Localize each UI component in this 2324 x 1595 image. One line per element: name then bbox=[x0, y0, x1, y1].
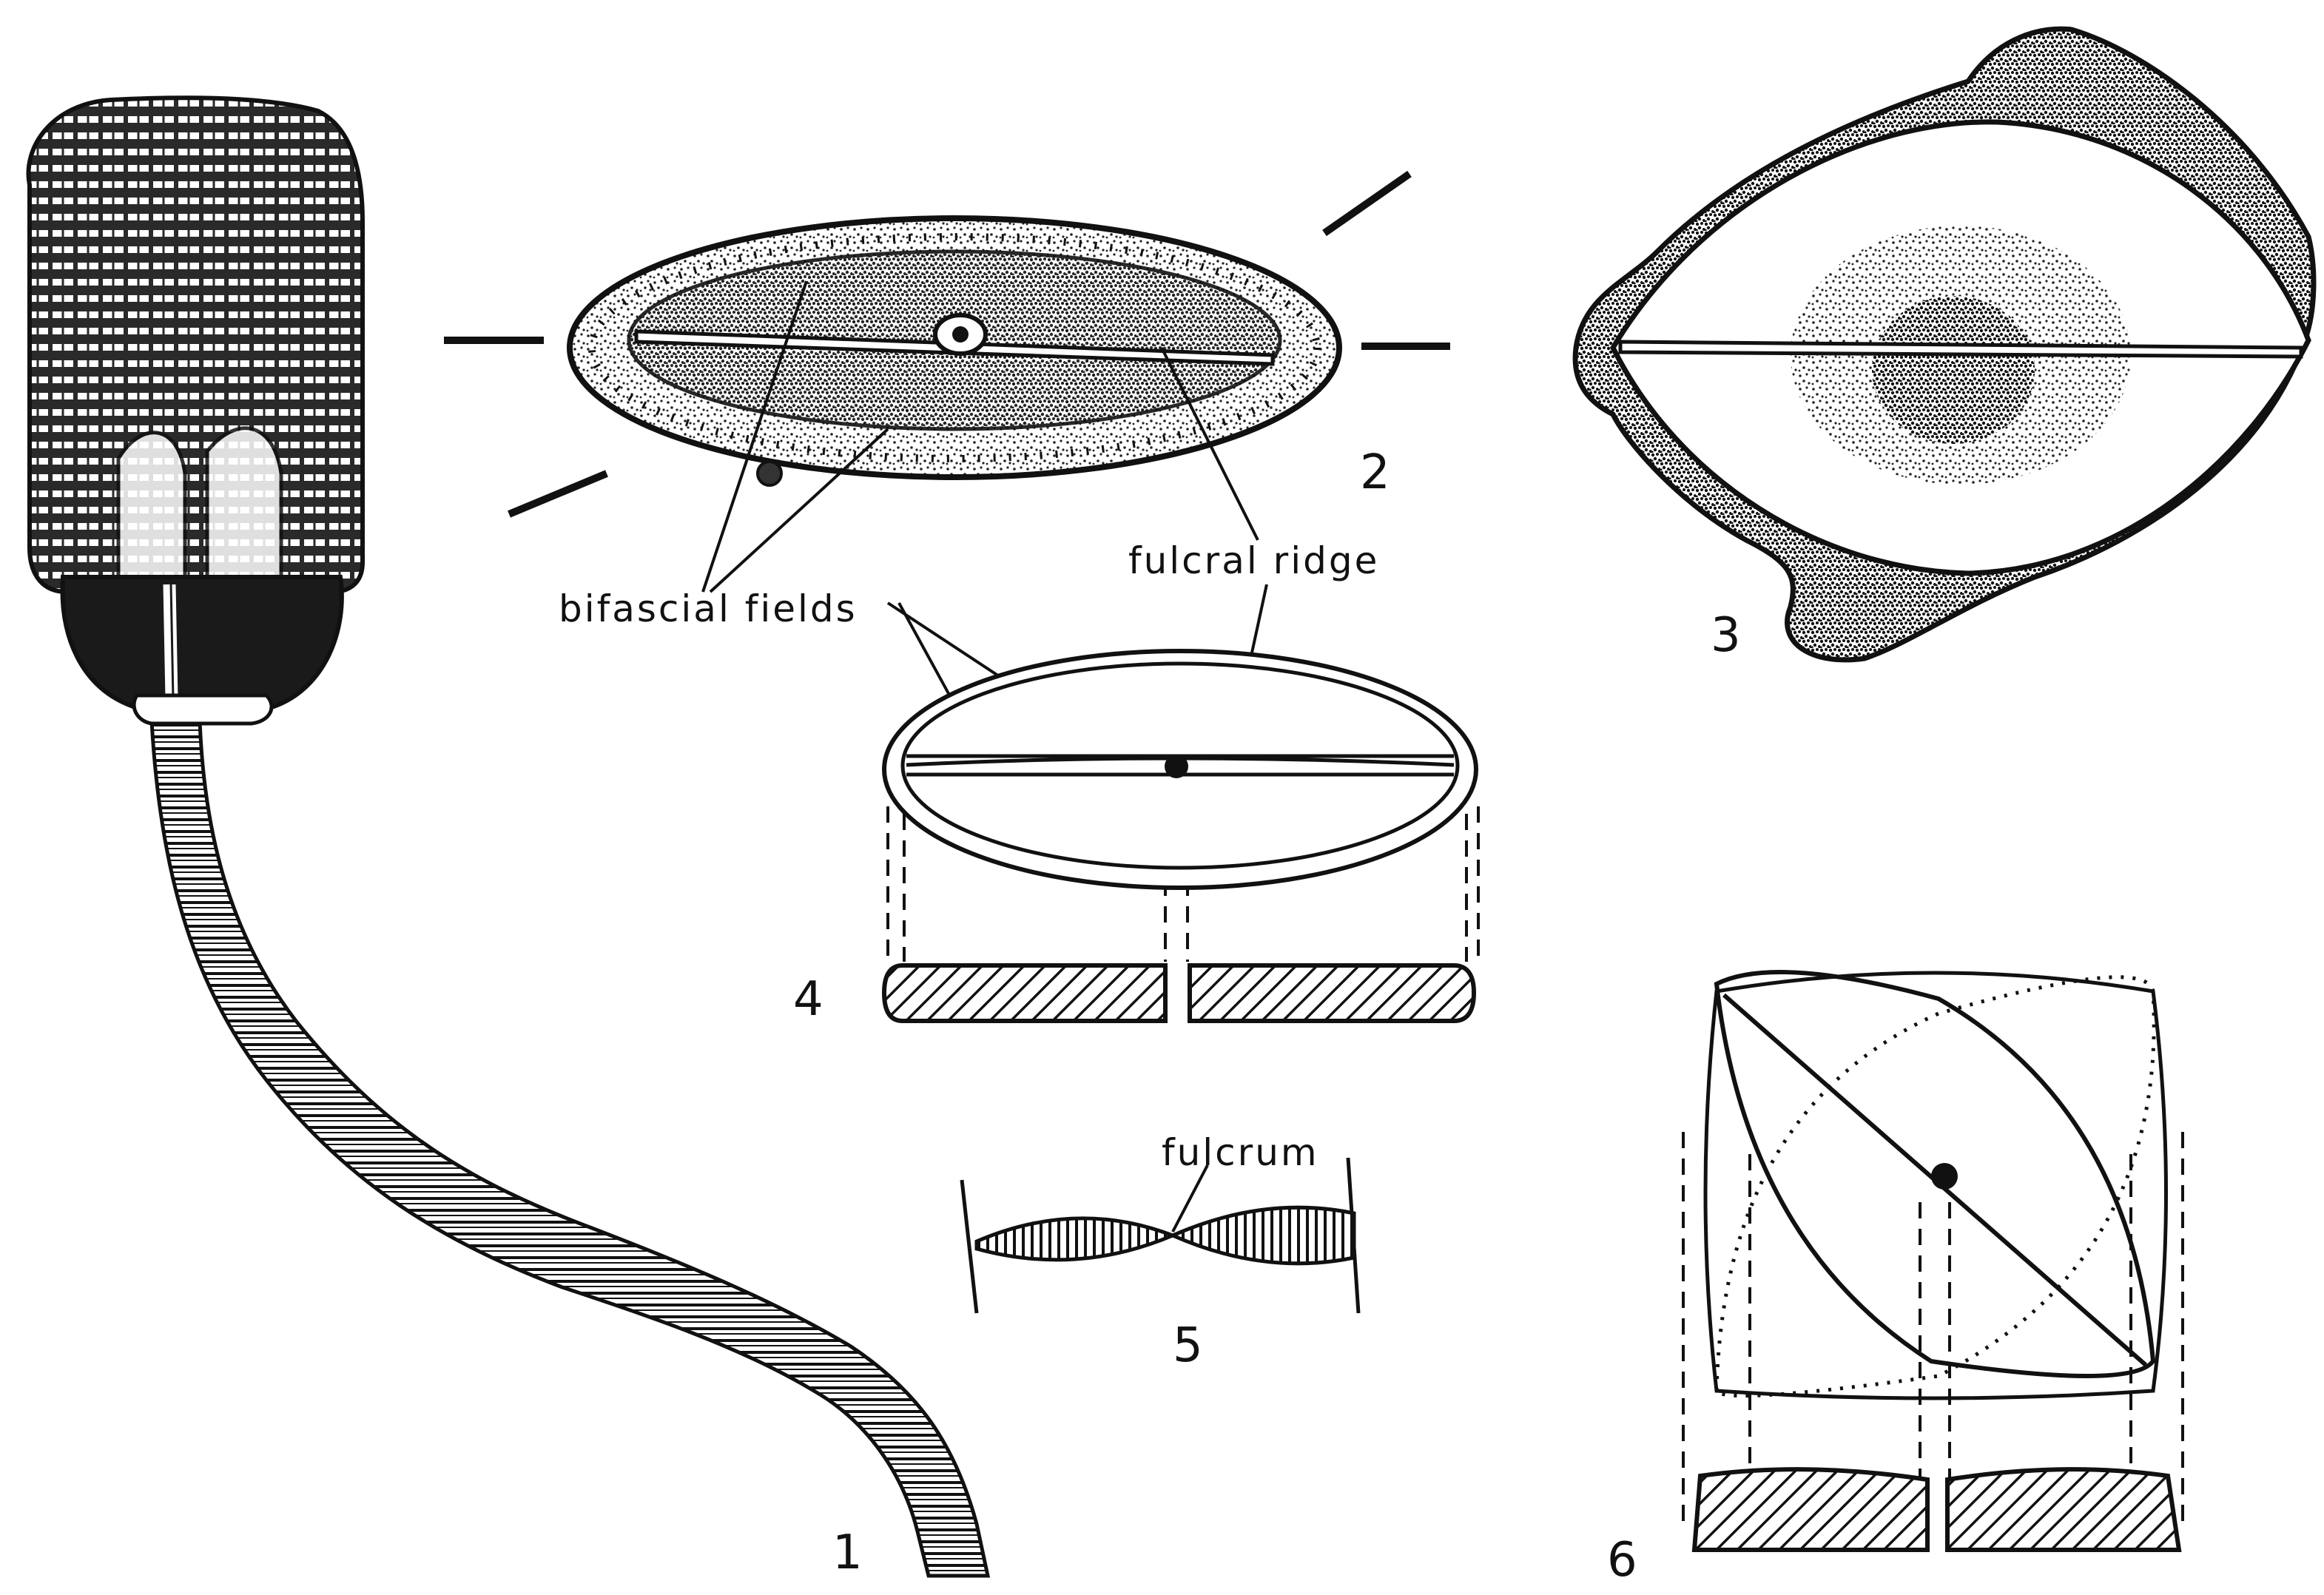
calyx-base bbox=[134, 695, 272, 724]
figure-number-2: 2 bbox=[1360, 445, 1390, 500]
crinoid-arms bbox=[28, 98, 363, 592]
schematic-axial-canal bbox=[1165, 755, 1188, 778]
rotation-section-right bbox=[1947, 1469, 2179, 1550]
label-fulcral-ridge: fulcral ridge bbox=[1128, 539, 1379, 582]
figure-number-1: 1 bbox=[832, 1525, 863, 1580]
rotation-section-left bbox=[1694, 1469, 1927, 1550]
axial-canal-hole bbox=[952, 326, 969, 343]
columnal-schematic bbox=[884, 651, 1478, 1021]
rotation-schematic bbox=[1683, 972, 2183, 1550]
crinoid-stem bbox=[152, 721, 988, 1576]
axis-tick bbox=[1324, 174, 1409, 233]
columnal-facet-view bbox=[444, 174, 1450, 514]
figure-number-3: 3 bbox=[1711, 608, 1741, 663]
facet-central-boss bbox=[1872, 296, 2035, 444]
ligament-pit bbox=[758, 462, 781, 485]
label-bifascial-fields: bifascial fields bbox=[559, 587, 858, 630]
figure-number-4: 4 bbox=[793, 972, 823, 1027]
schematic-section-left bbox=[884, 965, 1165, 1021]
fulcrum-lens-right bbox=[1173, 1207, 1354, 1264]
projection-dashes-6 bbox=[1683, 1132, 2183, 1524]
schematic-section-right bbox=[1190, 965, 1474, 1021]
figure-number-6: 6 bbox=[1607, 1533, 1637, 1588]
fulcrum-profile bbox=[962, 1158, 1358, 1313]
calyx-suture bbox=[174, 584, 176, 699]
columnal-oblique-view bbox=[1575, 29, 2314, 660]
figure-number-5: 5 bbox=[1173, 1318, 1203, 1373]
crinoid-calyx bbox=[62, 577, 341, 707]
rotation-ellipse-dotted bbox=[1717, 977, 2154, 1396]
rotation-center bbox=[1931, 1163, 1958, 1190]
calyx-suture bbox=[166, 584, 169, 699]
axis-tick bbox=[509, 473, 607, 514]
label-fulcrum: fulcrum bbox=[1162, 1131, 1319, 1174]
fulcrum-lens-left bbox=[977, 1218, 1173, 1260]
